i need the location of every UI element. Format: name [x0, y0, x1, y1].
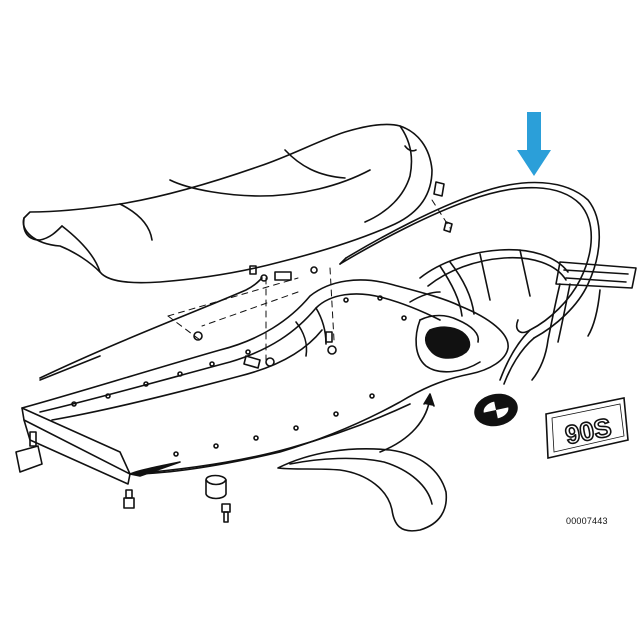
rubber-buffer-left: [15, 431, 43, 473]
bmw-roundel-icon: [474, 393, 518, 427]
seat-base-tray: [21, 279, 509, 485]
seat: [22, 123, 433, 284]
part-number-label: 00007443: [566, 516, 608, 526]
seat-mounting-hardware: [249, 181, 453, 282]
assembly-arrow: [379, 393, 435, 453]
screw-center: [221, 503, 231, 523]
down-arrow-icon: [517, 112, 551, 176]
rubber-buffer-center: [205, 474, 227, 500]
luggage-rack: [409, 248, 637, 381]
tail-cover: [277, 448, 448, 532]
sweep-line: [39, 277, 263, 381]
assembly-guide-lines: [167, 199, 451, 361]
grab-handle: [339, 181, 601, 385]
screw-left: [123, 489, 135, 509]
model-badge: 90S: [545, 397, 629, 459]
